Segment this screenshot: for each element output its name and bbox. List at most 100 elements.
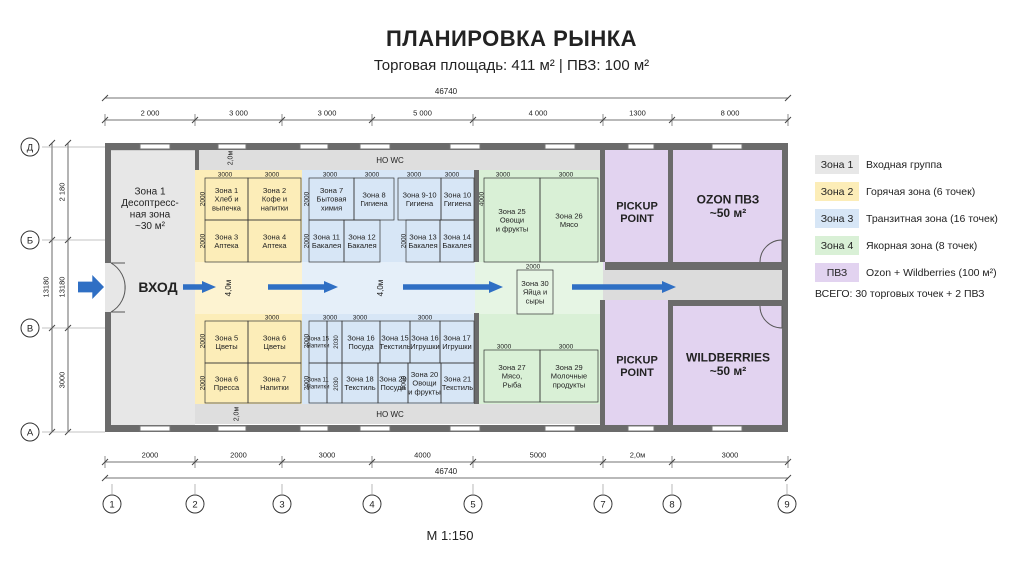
stall-dim: 2000: [400, 375, 407, 390]
axis-col-marker: [593, 494, 613, 514]
scale-label: М 1:150: [426, 528, 474, 543]
wall-top: [105, 143, 788, 150]
window: [359, 425, 391, 432]
axis-row-label: Д: [27, 142, 34, 153]
axis-col-label: 8: [669, 499, 674, 510]
wc-bottom-label: НО WC: [376, 410, 404, 419]
axis-col-label: 1: [109, 499, 114, 510]
gap-label: 2,0м: [233, 407, 240, 422]
window: [359, 143, 391, 150]
stall-dim: 3000: [365, 171, 380, 178]
axis-row-marker: [20, 318, 40, 338]
wall-right-lower: [105, 312, 111, 432]
dim-top-value: 3 000: [229, 109, 248, 118]
window: [449, 143, 481, 150]
zone-1-area: [105, 143, 195, 432]
stall-dim: 3000: [445, 171, 460, 178]
axis-col-marker: [777, 494, 797, 514]
legend-text: Входная группа: [866, 158, 943, 171]
window: [217, 143, 247, 150]
flow-arrow-icon: [403, 281, 503, 293]
axis-col-label: 5: [470, 499, 475, 510]
stall-dim: 3000: [407, 171, 422, 178]
legend-swatch: Зона 1: [815, 155, 859, 174]
dim-top-value: 2 000: [141, 109, 160, 118]
stall-dim: 3000: [265, 171, 280, 178]
stall-dim: 2030: [334, 377, 340, 391]
axis-col-marker: [362, 494, 382, 514]
stall-z4: [247, 219, 302, 263]
legend-item: ПВЗ Ozon + Wildberries (100 м²): [815, 263, 1020, 282]
flow-arrow-icon: [183, 281, 216, 293]
legend-text: Горячая зона (6 точек): [866, 185, 976, 198]
legend-text: Якорная зона (8 точек): [866, 239, 978, 252]
dim-total-top-value: 46740: [435, 87, 458, 96]
window: [217, 425, 247, 432]
wall-left-upper: [105, 143, 111, 263]
legend-total: ВСЕГО: 30 торговых точек + 2 ПВЗ: [815, 288, 985, 300]
wall-pvz-divider: [668, 262, 784, 270]
wildberries-label: WILDBERRIES~50 м²: [686, 350, 770, 378]
inner-wall: [195, 150, 199, 170]
legend-text: Ozon + Wildberries (100 м²): [866, 266, 997, 279]
legend-item: Зона 1 Входная группа: [815, 155, 1020, 174]
window: [139, 143, 171, 150]
stall-dim: 2030: [334, 335, 340, 349]
window: [627, 143, 655, 150]
window: [544, 143, 576, 150]
legend-swatch: ПВЗ: [815, 263, 859, 282]
entrance-arrow-icon: [78, 275, 104, 299]
window: [299, 425, 329, 432]
dim-top-value: 4 000: [529, 109, 548, 118]
wall-divider: [474, 313, 479, 404]
axis-col-marker: [102, 494, 122, 514]
stall-dim: 3000: [218, 171, 233, 178]
dim-top-value: 8 000: [721, 109, 740, 118]
wall-bottom: [105, 425, 788, 432]
door-swing: [759, 239, 783, 263]
page-title: ПЛАНИРОВКА РЫНКА: [385, 26, 638, 51]
axis-col-label: 7: [600, 499, 605, 510]
axis-row-marker: [20, 137, 40, 157]
window: [299, 143, 329, 150]
dim-left-value: 2 180: [58, 183, 67, 202]
stall-dim: 2000: [526, 263, 541, 270]
window: [711, 143, 743, 150]
stall-dim: 3000: [559, 171, 574, 178]
dim-bottom-value: 2000: [230, 451, 247, 460]
dim-bottom-value: 5000: [530, 451, 547, 460]
dim-top-value: 5 000: [413, 109, 432, 118]
stall-dim: 2000: [303, 233, 310, 248]
stall-z30: [516, 269, 554, 315]
dim-bottom-value: 3000: [722, 451, 739, 460]
corridor-width-label: 4,0м: [224, 280, 233, 297]
inner-wall: [668, 150, 673, 268]
axis-row-label: Б: [27, 235, 33, 246]
door-swing: [759, 305, 783, 329]
stall-dim: 3000: [418, 314, 433, 321]
window: [544, 425, 576, 432]
stall-dim: 2000: [199, 375, 206, 390]
entrance-label: ВХОД: [138, 279, 177, 295]
dim-left-value: 13180: [42, 277, 51, 298]
stall-z7b: [247, 362, 302, 404]
stall-z14: [439, 219, 475, 263]
stall-dim: 2000: [303, 375, 310, 390]
gap-label: 2,0м: [227, 151, 234, 166]
window: [711, 425, 743, 432]
